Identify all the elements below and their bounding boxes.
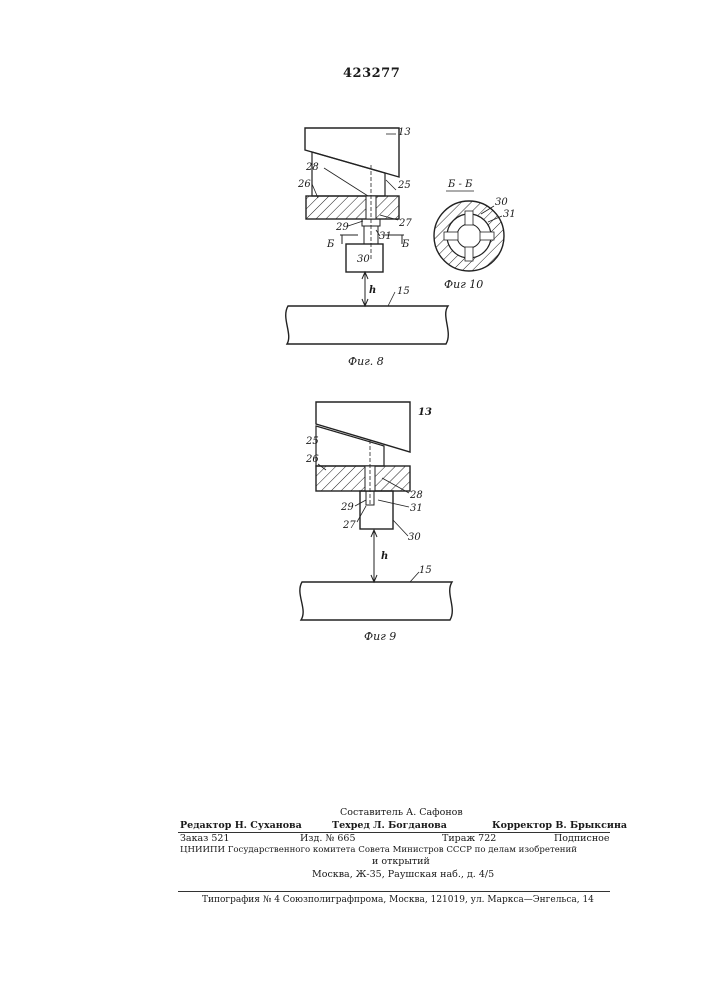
edition: Изд. № 665 [300, 833, 356, 844]
label-h: h [369, 285, 376, 296]
label-13: 13 [398, 127, 411, 138]
techred: Техред Л. Богданова [332, 820, 447, 831]
figure-9: 13 25 26 28 31 29 27 30 15 h Фиг 9 [300, 402, 452, 643]
divider-top [178, 832, 610, 833]
figure-8: 13 25 26 28 27 29 31 30 15 h Б Б Фиг. 8 [286, 127, 449, 368]
fig10-label-31: 31 [503, 209, 516, 220]
institute-2: и открытий [372, 856, 430, 867]
part-15-workpiece [286, 306, 449, 344]
order: Заказ 521 [180, 833, 230, 844]
label-28: 28 [409, 490, 423, 501]
section-title: Б - Б [447, 179, 473, 190]
label-31: 31 [379, 231, 392, 242]
label-29: 29 [335, 222, 349, 233]
subscription: Подписное [554, 833, 610, 844]
label-26: 26 [305, 454, 319, 465]
label-h: h [381, 551, 388, 562]
circulation: Тираж 722 [442, 833, 496, 844]
label-25: 25 [305, 436, 319, 447]
label-29: 29 [340, 502, 354, 513]
figure-10: Б - Б 30 31 Фиг 10 [434, 179, 516, 291]
label-30: 30 [408, 532, 421, 543]
part-25-wedge [316, 426, 384, 466]
printer: Типография № 4 Союзполиграфпрома, Москва… [202, 895, 594, 906]
part-30-tool [360, 491, 393, 529]
label-15: 15 [397, 286, 410, 297]
label-26: 26 [297, 179, 311, 190]
section-mark-left: Б [326, 239, 335, 250]
figure-8-caption: Фиг. 8 [348, 355, 384, 368]
label-25: 25 [397, 180, 411, 191]
label-13: 13 [418, 407, 432, 418]
label-27: 27 [398, 218, 412, 229]
label-15: 15 [419, 565, 432, 576]
part-13-block [305, 128, 399, 177]
figure-9-caption: Фиг 9 [364, 630, 396, 643]
divider-bottom [178, 891, 610, 892]
figure-10-caption: Фиг 10 [444, 278, 483, 291]
corrector: Корректор В. Брыксина [492, 820, 627, 831]
part-15-workpiece [300, 582, 452, 620]
part-26-plate [306, 196, 399, 219]
label-28: 28 [305, 162, 319, 173]
part-26-plate [316, 466, 410, 491]
compiler: Составитель А. Сафонов [340, 807, 463, 818]
institute: ЦНИИПИ Государственного комитета Совета … [180, 845, 577, 856]
label-31: 31 [410, 503, 423, 514]
fig10-label-30: 30 [495, 197, 508, 208]
section-mark-right: Б [401, 239, 410, 250]
label-30: 30 [357, 254, 370, 265]
part-25-wedge [312, 152, 385, 196]
part-13-block [316, 402, 410, 452]
address: Москва, Ж-35, Раушская наб., д. 4/5 [312, 869, 494, 880]
label-27: 27 [342, 520, 356, 531]
editor: Редактор Н. Суханова [180, 820, 302, 831]
